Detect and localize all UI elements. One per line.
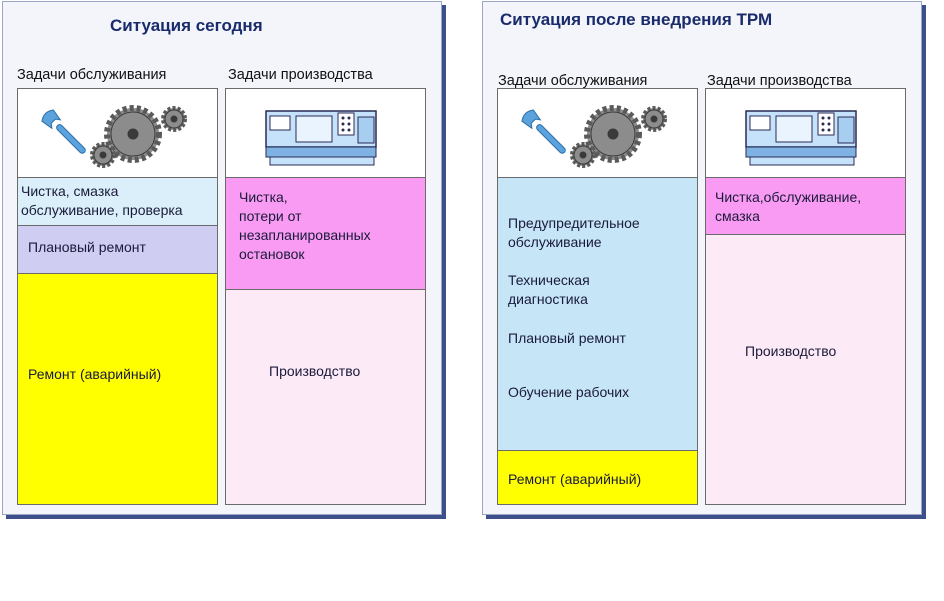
segment-cleaning-losses: Чистка, потери от незапланированных оста…: [226, 177, 425, 289]
right-maintenance-header: Задачи обслуживания: [498, 73, 648, 89]
gears-icon: [570, 105, 667, 168]
segment-label: Чистка, потери от незапланированных оста…: [239, 189, 371, 262]
segment-item-preventive: Предупредительное обслуживание: [508, 215, 640, 250]
gears-icon: [90, 105, 187, 168]
left-panel-title: Ситуация сегодня: [110, 16, 263, 35]
wrench-icon: [41, 109, 86, 154]
segment-emergency-repair: Ремонт (аварийный): [498, 450, 697, 504]
segment-label: Чистка, смазка обслуживание, проверка: [21, 183, 183, 218]
left-maintenance-column: Чистка, смазка обслуживание, проверка Пл…: [17, 88, 218, 505]
machine-tool-icon: [745, 110, 857, 166]
segment-label: Чистка,обслуживание, смазка: [715, 189, 862, 224]
left-production-column: Чистка, потери от незапланированных оста…: [225, 88, 426, 505]
segment-label: Плановый ремонт: [28, 239, 146, 255]
machine-tool-icon: [265, 110, 377, 166]
segment-production: Производство: [226, 289, 425, 504]
segment-label: Ремонт (аварийный): [28, 366, 162, 382]
segment-item-planned-repair: Плановый ремонт: [508, 330, 626, 346]
segment-item-diagnostics: Техническая диагностика: [508, 272, 590, 307]
segment-item-training: Обучение рабочих: [508, 384, 630, 400]
left-maintenance-header: Задачи обслуживания: [17, 67, 167, 83]
right-production-header: Задачи производства: [707, 73, 852, 89]
segment-preventive-tasks: Предупредительное обслуживание Техническ…: [498, 177, 697, 450]
right-maintenance-column: Предупредительное обслуживание Техническ…: [497, 88, 698, 505]
segment-label: Производство: [745, 343, 837, 359]
segment-planned-repair: Плановый ремонт: [18, 225, 217, 273]
segment-emergency-repair: Ремонт (аварийный): [18, 273, 217, 504]
left-production-header: Задачи производства: [228, 67, 373, 83]
segment-label: Ремонт (аварийный): [508, 471, 642, 487]
wrench-icon: [521, 109, 566, 154]
segment-production: Производство: [706, 234, 905, 504]
segment-cleaning-lubrication: Чистка, смазка обслуживание, проверка: [18, 177, 217, 225]
segment-label: Производство: [269, 363, 361, 379]
right-panel-title: Ситуация после внедрения ТРМ: [500, 10, 773, 29]
segment-cleaning-maintenance: Чистка,обслуживание, смазка: [706, 177, 905, 234]
right-production-column: Чистка,обслуживание, смазка Производство: [705, 88, 906, 505]
